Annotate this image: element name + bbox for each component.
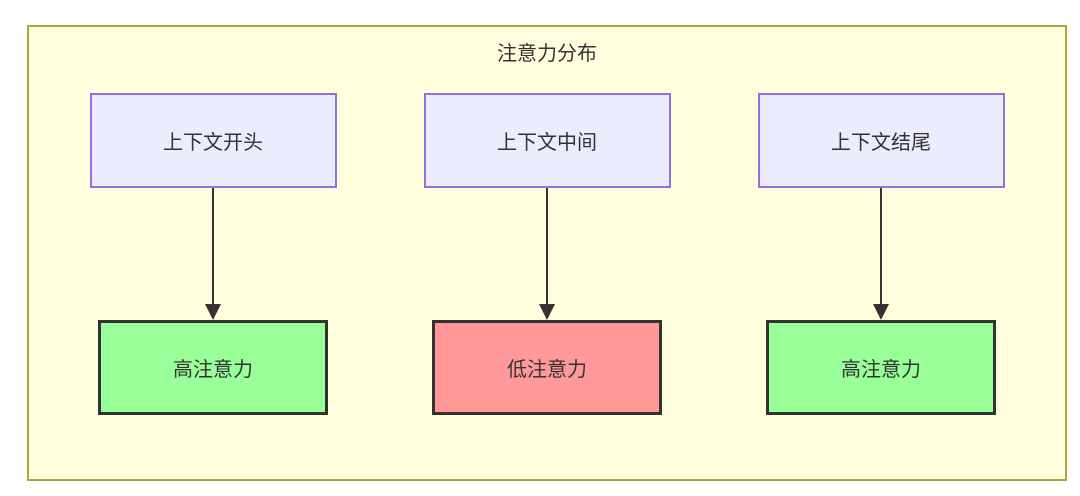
context-middle-node: 上下文中间	[423, 93, 671, 188]
arrow-down-icon	[205, 188, 221, 320]
flow-column-middle: 上下文中间 低注意力	[423, 93, 671, 415]
flow-columns: 上下文开头 高注意力 上下文中间 低注意力 上下文结尾	[29, 93, 1065, 415]
context-end-node: 上下文结尾	[757, 93, 1005, 188]
context-begin-node: 上下文开头	[89, 93, 337, 188]
attention-end-node: 高注意力	[766, 320, 996, 415]
arrow-shaft	[880, 188, 882, 304]
arrow-shaft	[546, 188, 548, 304]
arrow-down-icon	[539, 188, 555, 320]
arrow-head-icon	[205, 304, 221, 320]
flow-column-end: 上下文结尾 高注意力	[757, 93, 1005, 415]
arrow-down-icon	[873, 188, 889, 320]
flow-column-begin: 上下文开头 高注意力	[89, 93, 337, 415]
attention-begin-node: 高注意力	[98, 320, 328, 415]
arrow-shaft	[212, 188, 214, 304]
diagram-canvas: 注意力分布 上下文开头 高注意力 上下文中间 低注意力 上下文结尾	[27, 25, 1067, 481]
arrow-head-icon	[539, 304, 555, 320]
diagram-title: 注意力分布	[497, 41, 597, 65]
attention-middle-node: 低注意力	[432, 320, 662, 415]
arrow-head-icon	[873, 304, 889, 320]
